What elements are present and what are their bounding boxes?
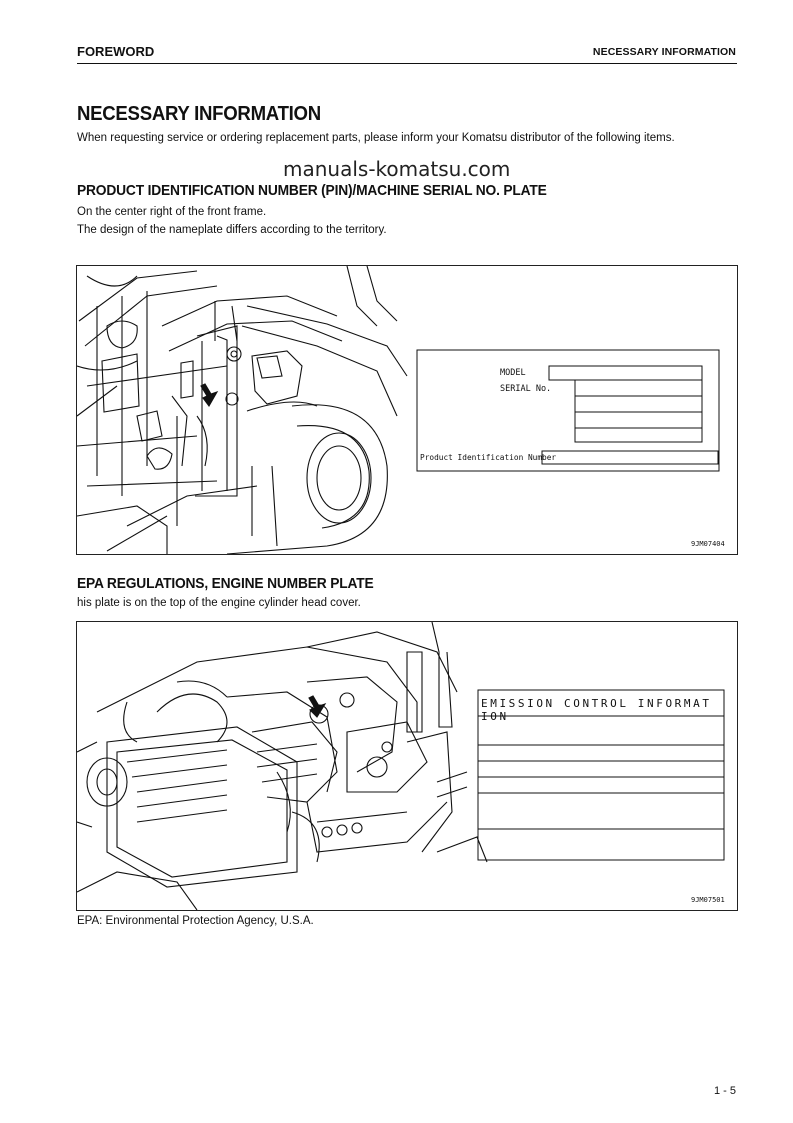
figure1-code: 9JM07404	[691, 540, 725, 548]
plate-serial-label: SERIAL No.	[500, 384, 552, 394]
section1-heading: PRODUCT IDENTIFICATION NUMBER (PIN)/MACH…	[77, 182, 547, 199]
figure-serial-plate: MODEL SERIAL No. Product Identification …	[76, 265, 738, 555]
epa-footnote: EPA: Environmental Protection Agency, U.…	[77, 915, 314, 927]
figure2-code: 9JM07501	[691, 896, 725, 904]
header-section-title: FOREWORD	[77, 44, 155, 59]
emission-plate-title: EMISSION CONTROL INFORMAT ION	[481, 697, 712, 723]
header-rule	[77, 63, 737, 64]
page-title: NECESSARY INFORMATION	[77, 103, 321, 125]
section2-heading: EPA REGULATIONS, ENGINE NUMBER PLATE	[77, 575, 374, 592]
section1-design-note: The design of the nameplate differs acco…	[77, 224, 387, 236]
plate-model-label: MODEL	[500, 368, 526, 378]
watermark-text: manuals-komatsu.com	[283, 157, 511, 181]
section1-location-text: On the center right of the front frame.	[77, 206, 267, 218]
engine-compartment-illustration	[77, 622, 725, 910]
plate-pin-label: Product Identification Number	[420, 453, 557, 462]
intro-paragraph: When requesting service or ordering repl…	[77, 132, 675, 144]
page-number: 1 - 5	[713, 1085, 736, 1097]
machine-front-frame-illustration	[77, 266, 720, 554]
figure-engine-plate: EMISSION CONTROL INFORMAT ION 9JM07501	[76, 621, 738, 911]
section2-location-text: his plate is on the top of the engine cy…	[77, 597, 361, 609]
header-chapter-title: NECESSARY INFORMATION	[592, 46, 736, 58]
